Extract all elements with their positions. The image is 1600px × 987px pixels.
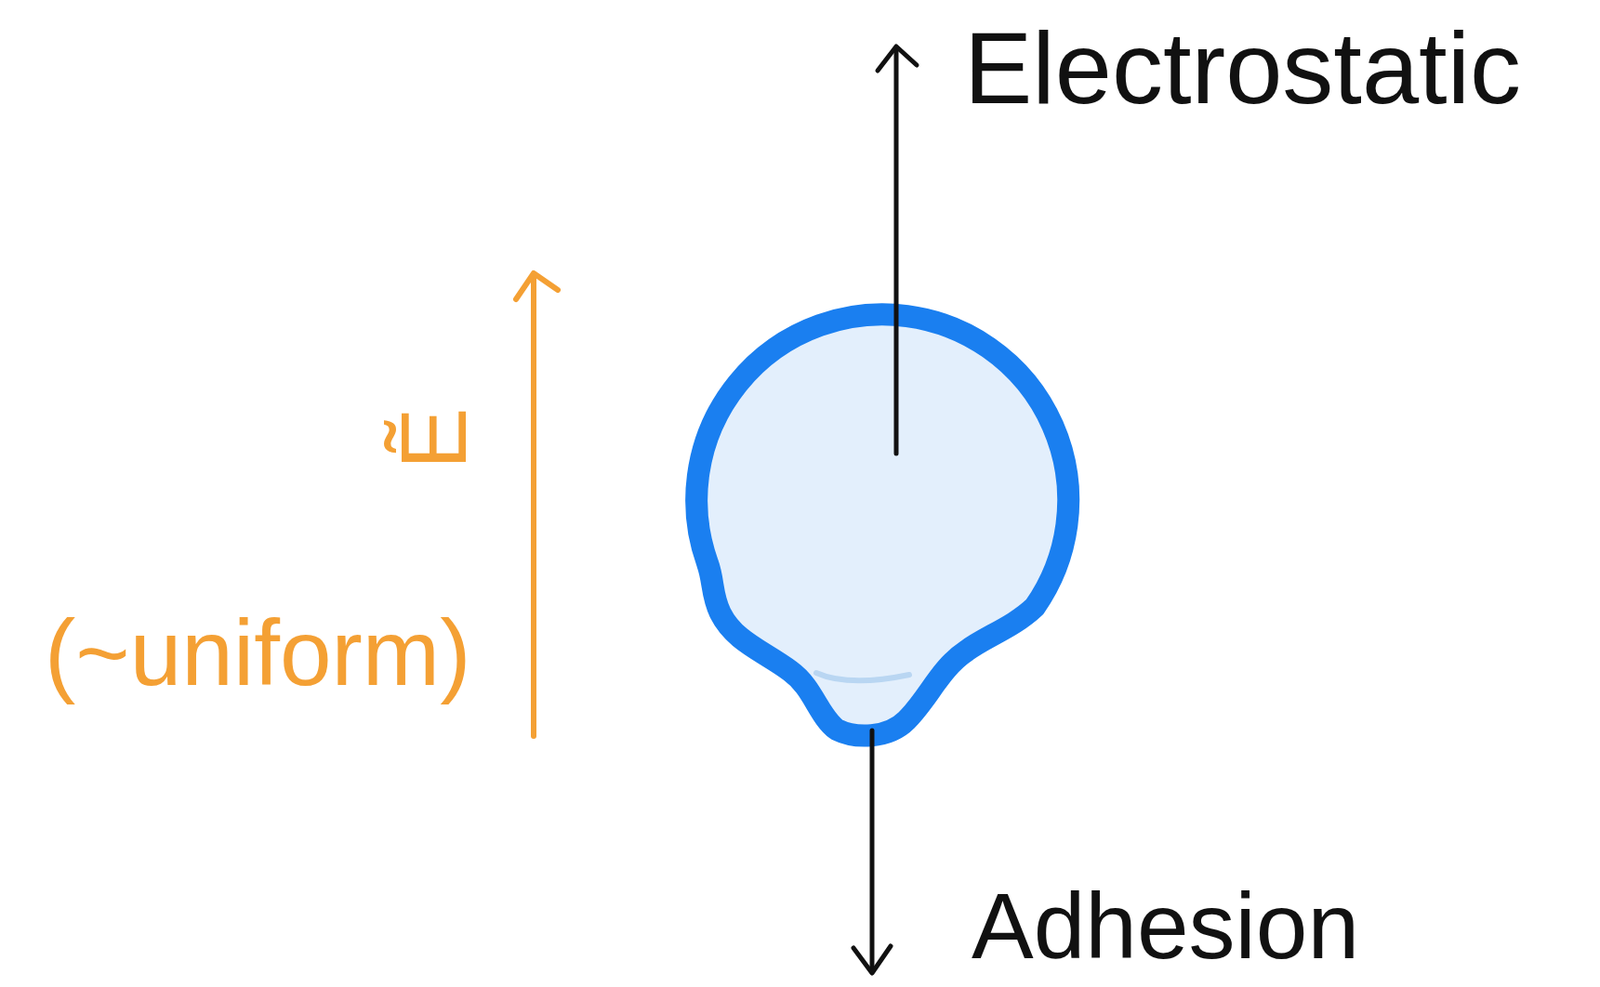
droplet-outline [696, 314, 1069, 736]
contact-patch [816, 673, 910, 682]
field-note: (~uniform) [44, 606, 471, 700]
adhesion-force-arrow [853, 730, 891, 974]
force-label: Electrostatic [964, 16, 1521, 120]
field-symbol: Ẽ [386, 408, 480, 471]
electrostatic-force-arrow [877, 46, 917, 454]
field-arrow [515, 273, 558, 737]
force-label: Adhesion [971, 879, 1360, 973]
